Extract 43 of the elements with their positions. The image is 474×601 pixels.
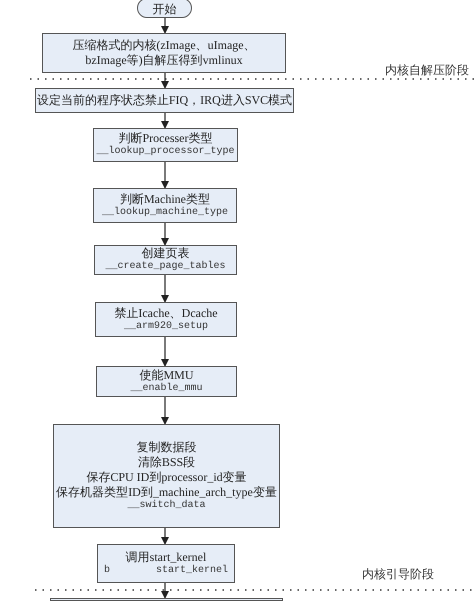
arrow bbox=[161, 337, 169, 367]
step-text: 保存机器类型ID到_machine_arch_type变量 bbox=[56, 484, 277, 500]
function-name: __switch_data bbox=[127, 500, 206, 512]
step-text: 保存CPU ID到processor_id变量 bbox=[86, 470, 247, 485]
step-text: 禁止Icache、Dcache bbox=[114, 306, 218, 321]
arrow bbox=[161, 528, 169, 545]
step-text: 判断Processer类型 bbox=[118, 131, 212, 146]
step-text: 判断Machine类型 bbox=[120, 192, 210, 206]
function-name: __lookup_machine_type bbox=[102, 206, 228, 220]
function-name: __create_page_tables bbox=[105, 261, 226, 274]
process-box bbox=[42, 33, 286, 73]
process-box bbox=[53, 424, 280, 528]
arrow bbox=[161, 113, 169, 129]
process-box bbox=[93, 188, 237, 223]
function-name: __enable_mmu bbox=[130, 382, 202, 396]
stage-label: 内核引导阶段 bbox=[362, 566, 434, 583]
process-box bbox=[94, 245, 237, 275]
stage-label: 内核自解压阶段 bbox=[385, 62, 469, 79]
function-name: b start_kernel bbox=[104, 564, 228, 578]
process-box bbox=[96, 366, 237, 397]
step-text: 压缩格式的内核(zImage、uImage、bzImage等)自解压得到vmlinux bbox=[71, 38, 257, 68]
function-name: __arm920_setup bbox=[124, 320, 208, 334]
process-box bbox=[95, 302, 237, 337]
arrow bbox=[161, 397, 169, 425]
arrow bbox=[161, 583, 169, 599]
arrow bbox=[161, 73, 169, 89]
function-name: __lookup_processor_type bbox=[96, 146, 235, 159]
step-text: 复制数据段 bbox=[136, 440, 196, 455]
step-text: 设定当前的程序状态禁止FIQ，IRQ进入SVC模式 bbox=[36, 93, 292, 108]
arrow bbox=[161, 275, 169, 303]
arrow bbox=[161, 162, 169, 189]
process-box bbox=[35, 88, 294, 113]
arrow bbox=[161, 18, 169, 34]
process-box bbox=[93, 128, 238, 162]
arrow bbox=[161, 223, 169, 246]
step-text: 使能MMU bbox=[139, 368, 194, 382]
step-text: 调用start_kernel bbox=[126, 550, 206, 564]
step-text: 开始 bbox=[152, 2, 176, 16]
process-box bbox=[97, 544, 235, 583]
start-terminal bbox=[137, 0, 192, 18]
step-text: 清除BSS段 bbox=[138, 454, 196, 470]
step-text: 创建页表 bbox=[142, 246, 190, 260]
process-box bbox=[50, 598, 283, 601]
